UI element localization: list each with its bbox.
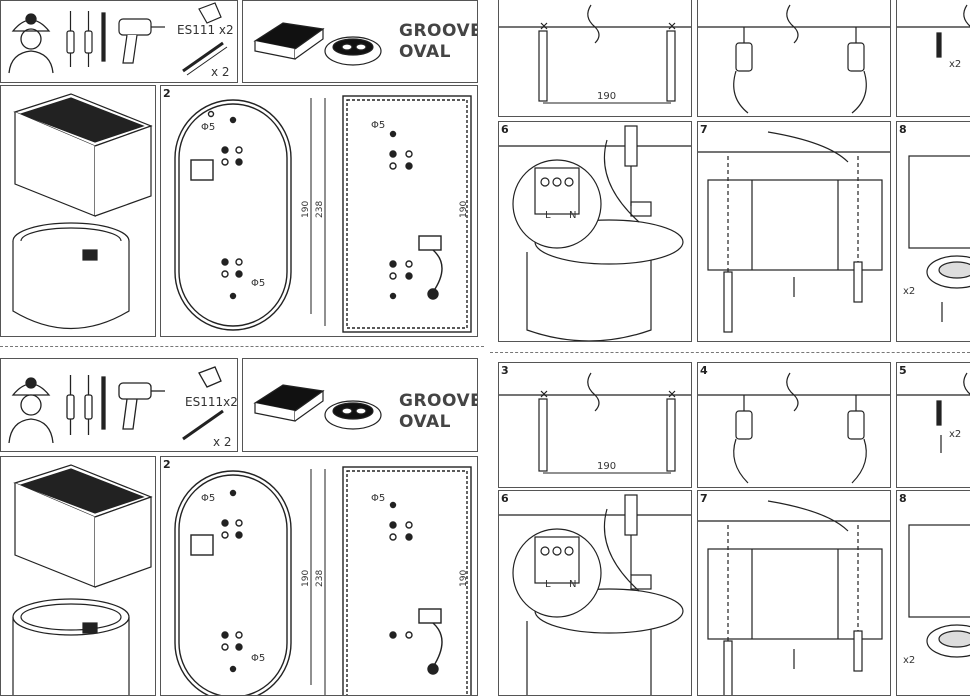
bulb-insert-illustration xyxy=(908,155,970,322)
step-number: 7 xyxy=(700,492,708,505)
hole-diameter-label-3: Φ5 xyxy=(371,493,386,504)
wiring-illustration xyxy=(499,125,691,341)
housing-illustration xyxy=(12,93,153,330)
screwdriver-icons xyxy=(66,11,106,67)
step-4-panel-lower: 4 xyxy=(697,362,891,488)
hole-diameter-label: Φ5 xyxy=(201,122,216,133)
title-line-1: GROOVE xyxy=(399,391,478,411)
step-number: 8 xyxy=(899,123,907,136)
step-3-illustration xyxy=(499,4,691,104)
step-4-panel xyxy=(697,0,891,117)
title-line-1: GROOVE xyxy=(399,21,478,41)
tools-illustration xyxy=(8,11,165,74)
step-1-panel-lower xyxy=(0,456,156,696)
bulbs-count: x2 xyxy=(903,655,916,666)
bulbs-count: x2 xyxy=(903,286,916,297)
step-1-panel xyxy=(0,85,156,337)
drill-icon xyxy=(118,18,165,64)
screws-count-lower: x 2 xyxy=(213,435,232,449)
step-number: 4 xyxy=(700,364,708,377)
title-line-2: OVAL xyxy=(399,42,451,62)
step-7-panel: 7 xyxy=(697,121,891,342)
title-line-2: OVAL xyxy=(399,412,451,432)
step-4-illustration xyxy=(698,4,890,114)
step-3-panel: 190 xyxy=(498,0,692,117)
product-panel-lower: GROOVE OVAL xyxy=(242,358,478,452)
dim-outer: 238 xyxy=(315,569,325,587)
step-number: 5 xyxy=(899,364,907,377)
step-number: 7 xyxy=(700,123,708,136)
hole-diameter-label: Φ5 xyxy=(201,493,216,504)
dim-inner: 190 xyxy=(301,200,311,218)
hole-diameter-label-3: Φ5 xyxy=(371,120,386,131)
drilling-template xyxy=(174,95,472,333)
step-6-panel-lower: 6 L N xyxy=(498,490,692,696)
tools-panel-lower: ES111x2 x 2 xyxy=(0,358,238,452)
spacing-label: 190 xyxy=(597,91,617,102)
terminal-live-label: L xyxy=(545,579,551,590)
product-illustration-lower xyxy=(253,384,382,430)
installer-icon xyxy=(8,13,54,74)
step-5-panel-lower: 5 x2 xyxy=(896,362,970,488)
spacing-label: 190 xyxy=(597,461,617,472)
product-title: GROOVE OVAL xyxy=(399,21,478,63)
step-number: 6 xyxy=(501,492,509,505)
step-5-illustration xyxy=(897,4,970,58)
product-illustration xyxy=(253,22,382,66)
step-7-panel-lower: 7 xyxy=(697,490,891,696)
step-3-illustration-lower xyxy=(499,372,691,474)
step-6-panel: 6 L N xyxy=(498,121,692,342)
wiring-illustration-lower xyxy=(499,494,691,695)
terminal-neutral-label: N xyxy=(569,210,577,221)
terminal-live-label: L xyxy=(545,210,551,221)
step-5-illustration-lower xyxy=(897,372,970,453)
step-number: 6 xyxy=(501,123,509,136)
step-number: 2 xyxy=(163,87,171,100)
anchors-count: x2 xyxy=(949,59,962,70)
tools-panel: ES111 x2 x 2 xyxy=(0,0,238,83)
product-title-lower: GROOVE OVAL xyxy=(399,391,478,433)
bulb-insert-illustration-lower xyxy=(908,524,970,658)
hole-diameter-label-2: Φ5 xyxy=(251,653,266,664)
hole-diameter-label-2: Φ5 xyxy=(251,278,266,289)
anchors-count: x2 xyxy=(949,429,962,440)
tools-illustration-lower xyxy=(8,366,224,444)
terminal-neutral-label: N xyxy=(569,579,577,590)
mounting-illustration-lower xyxy=(698,500,890,695)
bulb-and-screws-icons xyxy=(182,2,228,76)
page-divider-left xyxy=(0,346,484,347)
product-panel: GROOVE OVAL xyxy=(242,0,478,83)
step-number: 2 xyxy=(163,458,171,471)
dim-inner-rect: 190 xyxy=(459,569,469,587)
step-2-panel-lower: 2 xyxy=(160,456,478,696)
dim-inner-rect: 190 xyxy=(459,200,469,218)
mounting-illustration xyxy=(698,131,890,333)
page-divider-right xyxy=(490,352,970,353)
dim-inner: 190 xyxy=(301,569,311,587)
step-5-panel: x2 xyxy=(896,0,970,117)
bulb-label-lower: ES111x2 xyxy=(185,395,238,409)
step-8-panel: 8 x2 xyxy=(896,121,970,342)
step-3-panel-lower: 3 190 xyxy=(498,362,692,488)
step-8-panel-lower: 8 x2 xyxy=(896,490,970,696)
step-2-panel: 2 xyxy=(160,85,478,337)
dim-outer: 238 xyxy=(315,200,325,218)
drilling-template-lower xyxy=(174,466,472,695)
bulb-label: ES111 x2 xyxy=(177,23,234,37)
step-number: 8 xyxy=(899,492,907,505)
housing-illustration-lower xyxy=(12,464,153,695)
step-number: 3 xyxy=(501,364,509,377)
step-4-illustration-lower xyxy=(698,372,890,484)
screws-count: x 2 xyxy=(211,65,230,79)
